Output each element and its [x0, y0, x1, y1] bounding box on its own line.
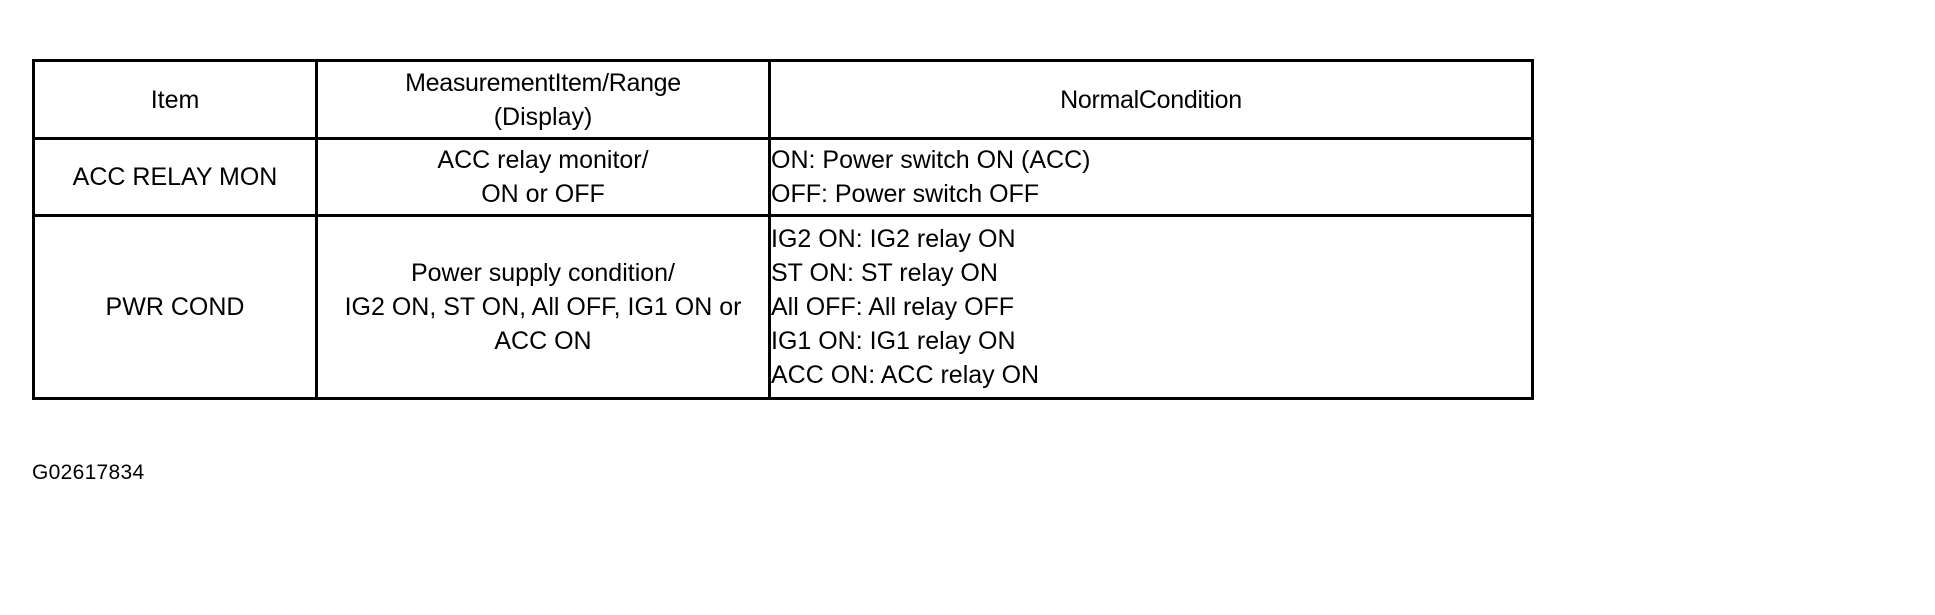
cell-normal-condition-pwr-cond: IG2 ON: IG2 relay ON ST ON: ST relay ON …: [768, 214, 1534, 400]
header-cell-measurement: MeasurementItem/Range (Display): [315, 59, 771, 140]
header-normal-condition-label: NormalCondition: [1060, 85, 1242, 114]
header-cell-normal-condition: NormalCondition: [768, 59, 1534, 140]
cell-item-pwr-cond: PWR COND: [32, 214, 318, 400]
condition-line: IG2 ON: IG2 relay ON: [771, 225, 1016, 253]
figure-reference-code: G02617834: [32, 461, 145, 484]
header-item-label: Item: [150, 85, 200, 114]
condition-line: OFF: Power switch OFF: [771, 180, 1040, 208]
cell-measurement-pwr-cond: Power supply condition/ IG2 ON, ST ON, A…: [315, 214, 771, 400]
table-row: ACC RELAY MON ACC relay monitor/ ON or O…: [32, 137, 1534, 217]
measurement-line: IG2 ON, ST ON, All OFF, IG1 ON or: [344, 293, 742, 321]
item-name: ACC RELAY MON: [72, 163, 278, 191]
header-measurement-range-label: MeasurementItem/Range: [405, 68, 681, 97]
measurement-line: ACC relay monitor/: [437, 146, 649, 174]
header-measurement-display-label: (Display): [493, 102, 593, 131]
condition-line: ST ON: ST relay ON: [771, 259, 998, 287]
condition-line: ON: Power switch ON (ACC): [771, 146, 1091, 174]
measurement-line: ON or OFF: [481, 180, 605, 208]
condition-line: IG1 ON: IG1 relay ON: [771, 327, 1016, 355]
table-row: PWR COND Power supply condition/ IG2 ON,…: [32, 214, 1534, 400]
cell-item-acc-relay-mon: ACC RELAY MON: [32, 137, 318, 217]
header-cell-item: Item: [32, 59, 318, 140]
measurement-line: Power supply condition/: [410, 259, 676, 287]
data-list-table: Item MeasurementItem/Range (Display) Nor…: [32, 59, 1534, 400]
measurement-line: ACC ON: [494, 327, 592, 355]
condition-line: All OFF: All relay OFF: [771, 293, 1015, 321]
item-name: PWR COND: [105, 293, 245, 321]
table-header-row: Item MeasurementItem/Range (Display) Nor…: [32, 59, 1534, 140]
cell-measurement-acc-relay-mon: ACC relay monitor/ ON or OFF: [315, 137, 771, 217]
cell-normal-condition-acc-relay-mon: ON: Power switch ON (ACC) OFF: Power swi…: [768, 137, 1534, 217]
spec-table-wrapper: Item MeasurementItem/Range (Display) Nor…: [32, 59, 1534, 400]
condition-line: ACC ON: ACC relay ON: [771, 361, 1040, 389]
